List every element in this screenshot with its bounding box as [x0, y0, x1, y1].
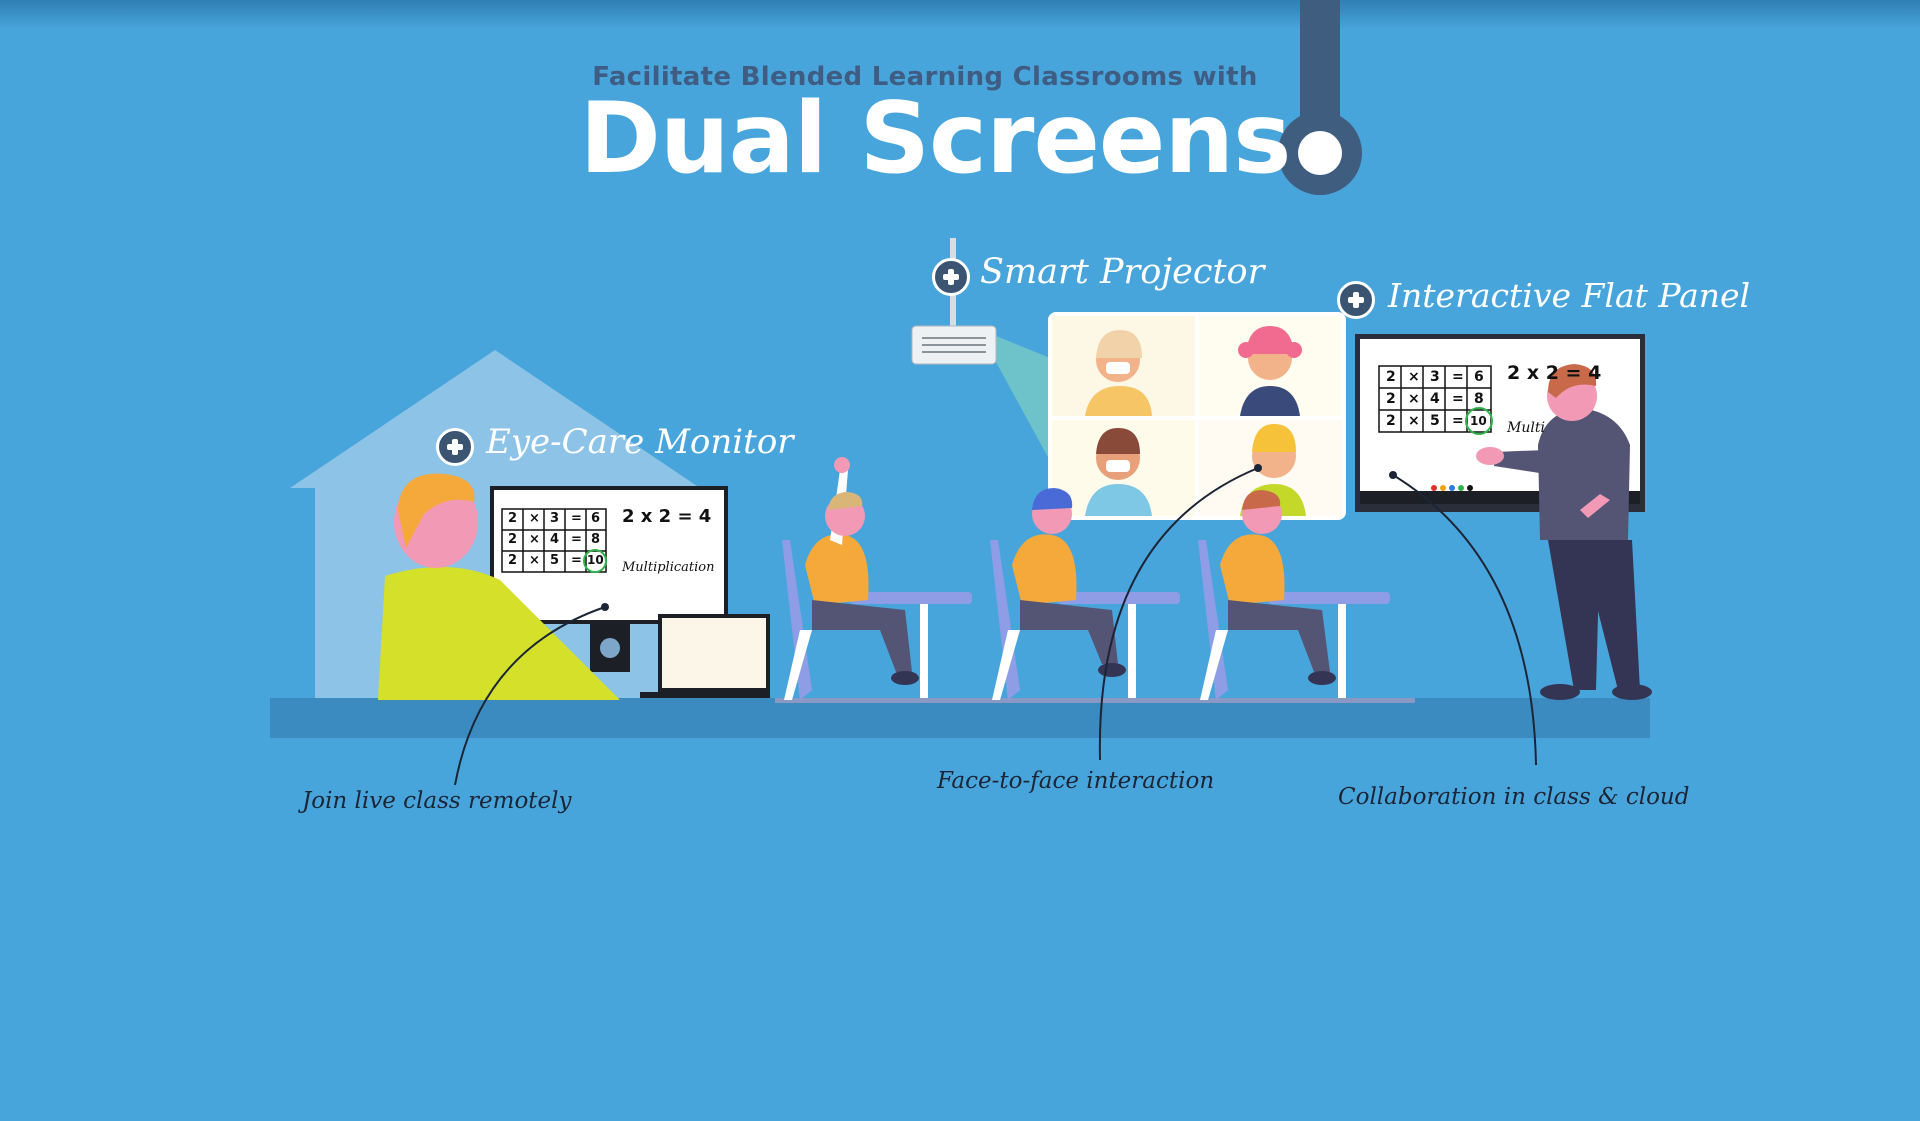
teacher — [1476, 364, 1652, 700]
caption-face-to-face: Face-to-face interaction — [937, 768, 1215, 794]
monitor-screen — [494, 490, 724, 620]
remote-student-body — [378, 566, 620, 700]
laptop-screen — [662, 618, 766, 688]
panel-word: Multi — [1507, 420, 1545, 436]
student-1 — [782, 457, 972, 700]
plus-badge-icon — [1337, 281, 1375, 319]
monitor-grid — [501, 508, 607, 573]
caption-collaboration: Collaboration in class & cloud — [1338, 784, 1690, 810]
callout-collab-line — [1392, 474, 1537, 766]
projector-vents — [922, 337, 986, 353]
hanging-ring-hole — [1298, 131, 1342, 175]
label-interactive-flat-panel: Interactive Flat Panel — [1388, 276, 1751, 315]
callout-remote-line — [454, 606, 606, 786]
floor — [270, 698, 1650, 738]
classroom-floor-strip — [775, 698, 1415, 703]
page-title: Dual Screens — [579, 82, 1292, 196]
video-tile-2 — [1238, 326, 1302, 416]
student-2 — [990, 488, 1180, 700]
label-smart-projector: Smart Projector — [980, 252, 1265, 292]
plus-badge-icon — [932, 258, 970, 296]
top-shade — [0, 0, 1920, 30]
callout-face-line — [1098, 467, 1259, 761]
plus-badge-icon — [436, 428, 474, 466]
panel-equation: 2 x 2 = 4 — [1507, 362, 1602, 384]
student-3 — [1198, 490, 1390, 700]
video-tile-1 — [1085, 330, 1152, 416]
projector-beam — [996, 336, 1055, 470]
panel-color-dots — [1431, 485, 1473, 491]
caption-remote: Join live class remotely — [302, 788, 572, 814]
hanging-pole — [1300, 0, 1340, 120]
monitor-equation: 2 x 2 = 4 — [622, 506, 712, 527]
panel-answer-circle — [1465, 407, 1493, 435]
page-subtitle: Facilitate Blended Learning Classrooms w… — [592, 62, 1258, 92]
remote-student-hair — [398, 473, 475, 548]
monitor-word: Multiplication — [622, 560, 715, 575]
monitor-answer-circle — [583, 549, 607, 573]
video-tile-3 — [1085, 428, 1152, 516]
callout-lines — [454, 467, 1537, 786]
laptop-base — [640, 692, 770, 698]
label-eye-care-monitor: Eye-Care Monitor — [486, 422, 794, 462]
monitor-stand-hole — [600, 638, 620, 658]
